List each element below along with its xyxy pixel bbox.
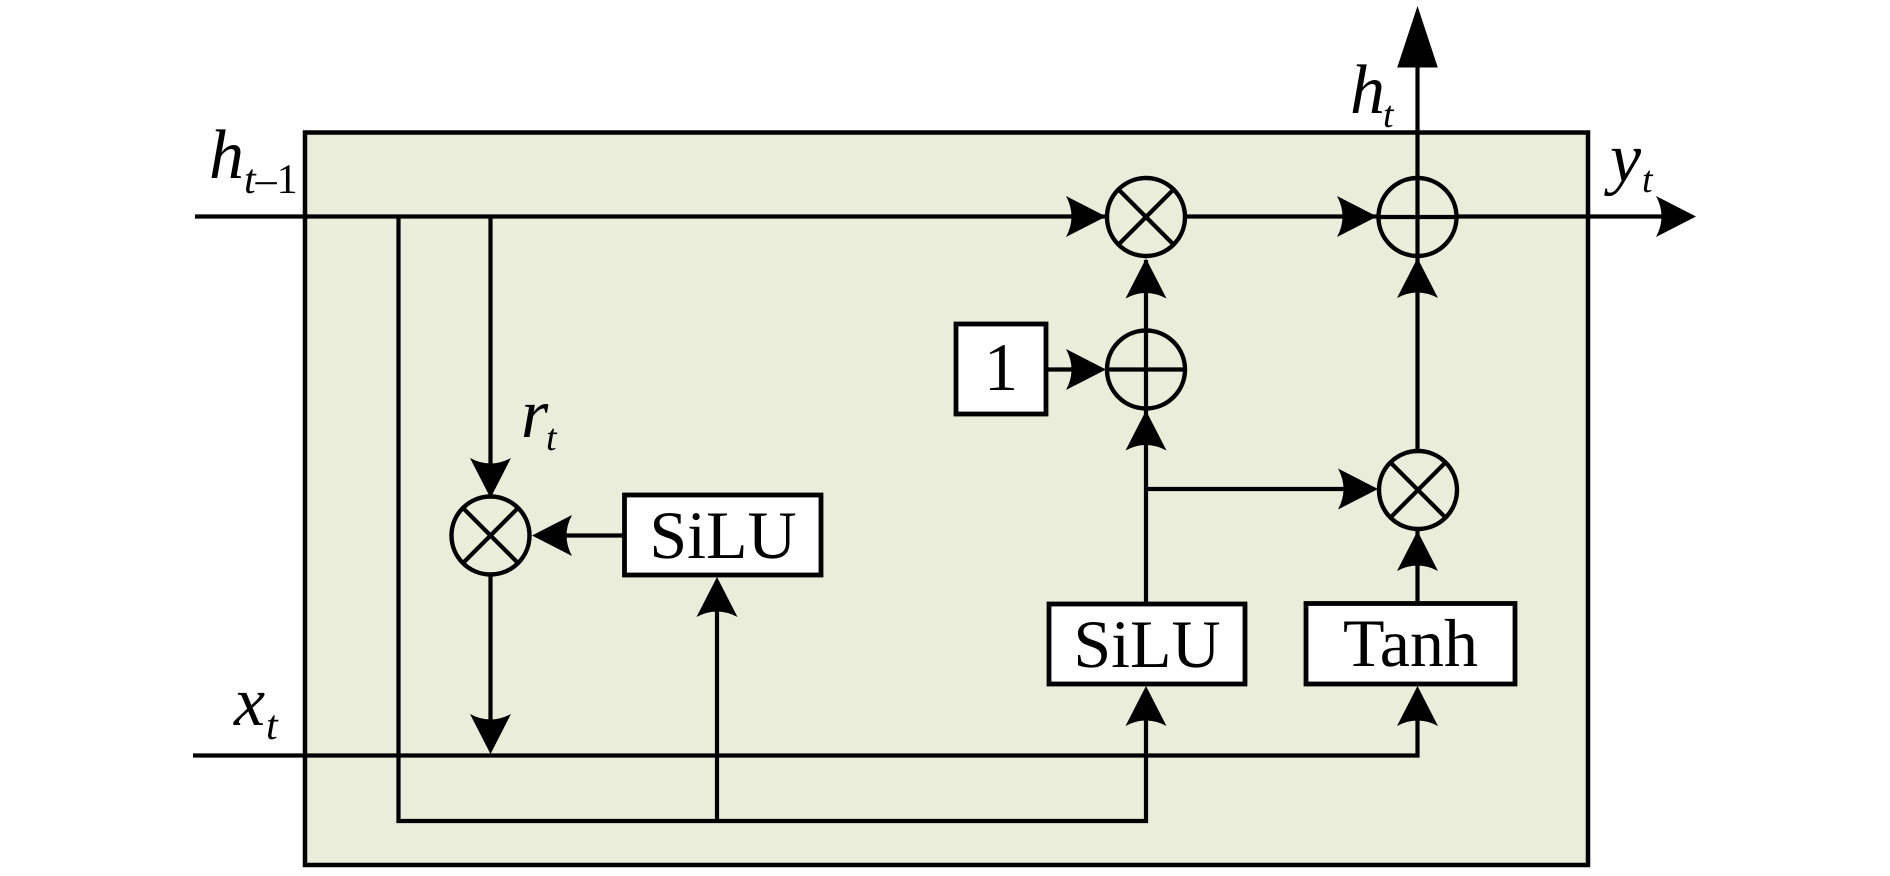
svg-text:t: t xyxy=(1383,94,1395,136)
svg-text:SiLU: SiLU xyxy=(1073,606,1220,682)
svg-text:SiLU: SiLU xyxy=(649,497,796,573)
svg-text:t–1: t–1 xyxy=(244,157,298,203)
svg-text:y: y xyxy=(1604,120,1642,197)
svg-text:1: 1 xyxy=(984,329,1018,405)
svg-text:r: r xyxy=(521,376,549,453)
svg-text:t: t xyxy=(1642,159,1654,201)
svg-text:t: t xyxy=(546,417,558,459)
svg-text:h: h xyxy=(209,117,244,194)
svg-text:t: t xyxy=(266,703,279,749)
svg-text:h: h xyxy=(1350,52,1385,129)
svg-text:Tanh: Tanh xyxy=(1343,605,1478,681)
svg-text:x: x xyxy=(233,664,265,741)
